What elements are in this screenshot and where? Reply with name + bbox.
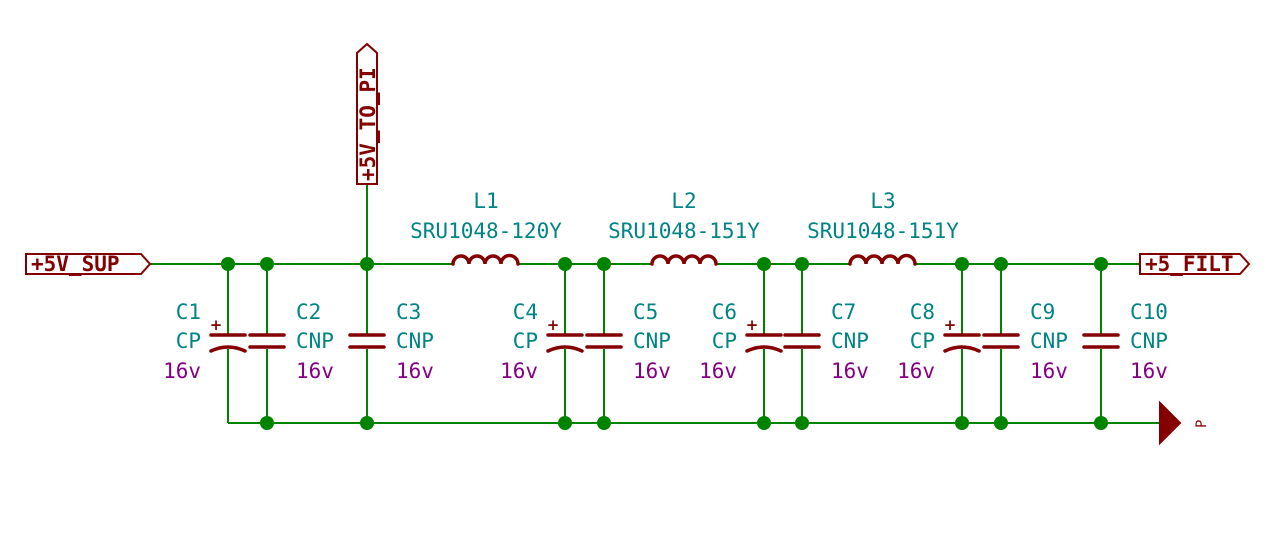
- capacitor-ref: C8: [910, 300, 935, 324]
- ground-triangle-icon: [1159, 400, 1182, 446]
- junction-dot: [221, 257, 235, 271]
- junction-dot: [757, 416, 771, 430]
- capacitor-type: CNP: [296, 329, 334, 353]
- capacitor-type: CP: [513, 329, 538, 353]
- port-to-pi: +5V_TO_PI: [356, 42, 380, 185]
- ground-flag: P: [1159, 400, 1210, 446]
- junctions: [221, 257, 1108, 430]
- capacitor-voltage: 16v: [699, 359, 737, 383]
- capacitor-type: CNP: [1030, 329, 1068, 353]
- inductor-ref: L1: [473, 189, 498, 213]
- inductor-coil-icon: [848, 253, 917, 266]
- inductor-l2: L2 SRU1048-151Y: [608, 189, 760, 266]
- junction-dot: [994, 416, 1008, 430]
- polarity-plus-icon: +: [210, 316, 223, 334]
- capacitor-voltage: 16v: [163, 359, 201, 383]
- inductor-value: SRU1048-120Y: [410, 219, 562, 243]
- junction-dot: [1094, 416, 1108, 430]
- port-supply-label: +5V_SUP: [31, 252, 120, 276]
- capacitor-ref: C3: [396, 300, 421, 324]
- polarity-plus-icon: +: [547, 316, 560, 334]
- capacitor-type: CNP: [633, 329, 671, 353]
- junction-dot: [360, 257, 374, 271]
- polarity-plus-icon: +: [944, 316, 957, 334]
- capacitor-ref: C5: [633, 300, 658, 324]
- port-arrow-icon: [356, 42, 378, 185]
- junction-dot: [795, 416, 809, 430]
- capacitor-voltage: 16v: [396, 359, 434, 383]
- capacitor-curved-plate-icon: [546, 345, 584, 353]
- capacitor-voltage: 16v: [831, 359, 869, 383]
- port-arrow-icon: [25, 253, 152, 275]
- inductor-ref: L3: [870, 189, 895, 213]
- inductor-l3: L3 SRU1048-151Y: [807, 189, 959, 266]
- junction-dot: [260, 257, 274, 271]
- junction-dot: [558, 257, 572, 271]
- capacitor-voltage: 16v: [897, 359, 935, 383]
- capacitor-type: CP: [910, 329, 935, 353]
- junction-dot: [597, 416, 611, 430]
- capacitor-type: CP: [712, 329, 737, 353]
- junction-dot: [955, 257, 969, 271]
- capacitor-voltage: 16v: [1130, 359, 1168, 383]
- inductor-l1: L1 SRU1048-120Y: [410, 189, 562, 266]
- port-filtered: +5_FILT: [1139, 252, 1251, 276]
- capacitor-type: CNP: [396, 329, 434, 353]
- capacitor-ref: C7: [831, 300, 856, 324]
- capacitor-voltage: 16v: [500, 359, 538, 383]
- capacitor-type: CNP: [1130, 329, 1168, 353]
- port-to-pi-label: +5V_TO_PI: [356, 67, 380, 181]
- capacitor-ref: C10: [1130, 300, 1168, 324]
- inductor-value: SRU1048-151Y: [807, 219, 959, 243]
- inductor-coil-icon: [451, 253, 520, 266]
- polarity-plus-icon: +: [746, 316, 759, 334]
- inductor-value: SRU1048-151Y: [608, 219, 760, 243]
- capacitor-ref: C9: [1030, 300, 1055, 324]
- capacitor-voltage: 16v: [1030, 359, 1068, 383]
- capacitor-voltage: 16v: [296, 359, 334, 383]
- junction-dot: [360, 416, 374, 430]
- capacitor-curved-plate-icon: [745, 345, 783, 353]
- port-supply: +5V_SUP: [25, 252, 152, 276]
- junction-dot: [1094, 257, 1108, 271]
- junction-dot: [597, 257, 611, 271]
- junction-dot: [757, 257, 771, 271]
- capacitor-type: CNP: [831, 329, 869, 353]
- capacitor-type: CP: [176, 329, 201, 353]
- port-filtered-label: +5_FILT: [1145, 252, 1234, 276]
- capacitor-ref: C4: [513, 300, 538, 324]
- capacitor-curved-plate-icon: [943, 345, 981, 353]
- junction-dot: [795, 257, 809, 271]
- capacitor-curved-plate-icon: [209, 345, 247, 353]
- capacitor-voltage: 16v: [633, 359, 671, 383]
- port-arrow-icon: [1139, 253, 1251, 275]
- junction-dot: [558, 416, 572, 430]
- junction-dot: [260, 416, 274, 430]
- inductor-ref: L2: [671, 189, 696, 213]
- capacitor-ref: C6: [712, 300, 737, 324]
- ground-label: P: [1194, 420, 1210, 428]
- inductor-coil-icon: [650, 254, 718, 266]
- junction-dot: [994, 257, 1008, 271]
- junction-dot: [955, 416, 969, 430]
- capacitor-ref: C2: [296, 300, 321, 324]
- capacitor-ref: C1: [176, 300, 201, 324]
